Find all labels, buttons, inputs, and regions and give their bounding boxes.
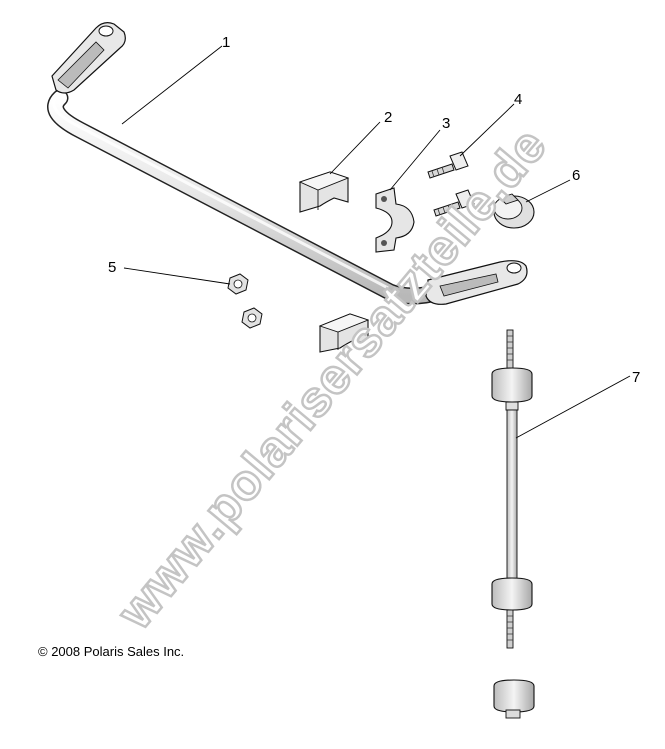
bar-bushing-upper xyxy=(298,171,350,213)
leader-2 xyxy=(329,121,381,175)
callout-labels: 1 2 3 4 5 6 7 xyxy=(108,34,640,386)
callout-3: 3 xyxy=(442,115,450,132)
bar-end-lower xyxy=(425,260,528,305)
leader-6 xyxy=(525,179,571,203)
leader-5 xyxy=(123,267,231,285)
clamp-bracket xyxy=(375,187,415,253)
leader-1 xyxy=(121,45,223,125)
bar-end-upper xyxy=(51,22,126,94)
callout-2: 2 xyxy=(384,109,392,126)
bolt-lower xyxy=(433,189,475,217)
leader-3 xyxy=(389,129,441,191)
callout-6: 6 xyxy=(572,167,580,184)
flange-nut-lower xyxy=(241,307,263,329)
stabilizer-link-assembly xyxy=(491,329,535,719)
copyright-notice: © 2008 Polaris Sales Inc. xyxy=(38,644,185,659)
callout-5: 5 xyxy=(108,259,116,276)
leader-7 xyxy=(515,375,631,439)
callout-7: 7 xyxy=(632,369,640,386)
leader-4 xyxy=(459,103,515,157)
stabilizer-bar xyxy=(47,22,528,305)
bolt-upper xyxy=(427,151,469,179)
callout-1: 1 xyxy=(222,34,230,51)
flange-nut-upper xyxy=(227,273,249,295)
leader-lines xyxy=(121,45,631,439)
bar-bushing-lower xyxy=(318,313,370,353)
callout-4: 4 xyxy=(514,91,522,108)
end-link-bushing xyxy=(493,193,535,229)
